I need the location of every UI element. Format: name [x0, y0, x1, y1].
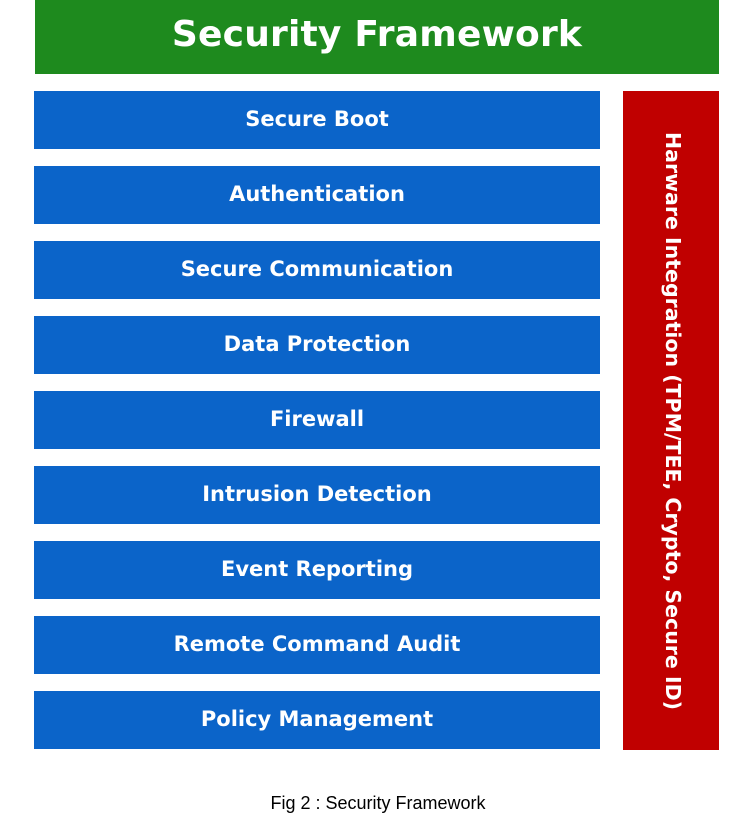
layer-label: Policy Management [200, 706, 434, 731]
framework-title: Security Framework [171, 13, 583, 55]
layer-label: Data Protection [223, 331, 411, 356]
layer-label: Firewall [269, 406, 365, 431]
layer-label: Event Reporting [220, 556, 414, 581]
layer-label: Secure Boot [245, 106, 389, 131]
layer-event-reporting: Event Reporting [34, 541, 600, 599]
framework-layers: Secure Boot Authentication Secure Commun… [34, 91, 600, 749]
hardware-integration-panel: Harware Integration (TPM/TEE, Crypto, Se… [623, 91, 719, 750]
layer-authentication: Authentication [34, 166, 600, 224]
layer-intrusion-detection: Intrusion Detection [34, 466, 600, 524]
layer-remote-command-audit: Remote Command Audit [34, 616, 600, 674]
layer-firewall: Firewall [34, 391, 600, 449]
layer-label: Secure Communication [180, 256, 454, 281]
layer-label: Remote Command Audit [173, 631, 461, 656]
layer-data-protection: Data Protection [34, 316, 600, 374]
layer-policy-management: Policy Management [34, 691, 600, 749]
hardware-integration-label: Harware Integration (TPM/TEE, Crypto, Se… [661, 131, 685, 710]
figure-caption: Fig 2 : Security Framework [270, 793, 486, 813]
layer-secure-communication: Secure Communication [34, 241, 600, 299]
layer-label: Intrusion Detection [202, 481, 432, 506]
framework-title-bar: Security Framework [35, 0, 719, 74]
layer-label: Authentication [229, 181, 405, 206]
layer-secure-boot: Secure Boot [34, 91, 600, 149]
